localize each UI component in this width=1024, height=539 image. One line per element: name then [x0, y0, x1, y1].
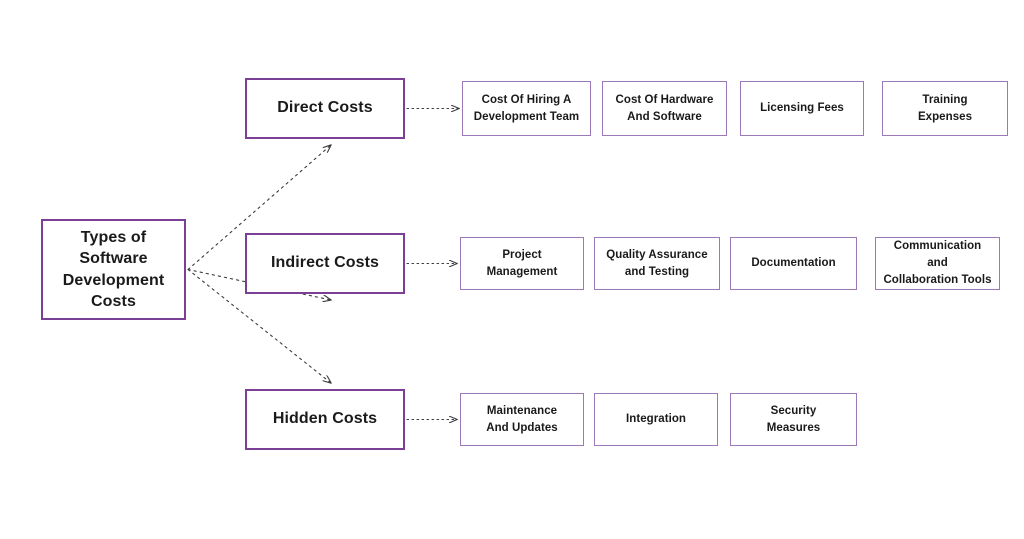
node-leaf-documentation-label: Documentation: [751, 257, 836, 270]
node-branch-direct-costs-label: Direct Costs: [277, 99, 373, 117]
node-leaf-security-measures-label: Security Measures: [766, 404, 821, 434]
node-leaf-maintenance-and-updates[interactable]: Maintenance And Updates: [460, 393, 584, 446]
node-leaf-documentation[interactable]: Documentation: [730, 237, 857, 290]
node-leaf-integration[interactable]: Integration: [594, 393, 718, 446]
node-leaf-cost-of-hiring-a-development-team[interactable]: Cost Of Hiring A Development Team: [462, 81, 591, 136]
node-leaf-cost-of-hiring-a-development-team-label: Cost Of Hiring A Development Team: [473, 93, 580, 123]
node-leaf-integration-label: Integration: [626, 413, 686, 426]
node-leaf-communication-and-collaboration-tools-label: Communication and Collaboration Tools: [883, 240, 992, 286]
node-leaf-cost-of-hardware-and-software-label: Cost Of Hardware And Software: [615, 93, 714, 123]
node-root-root-label: Types of Software Development Costs: [62, 228, 165, 310]
node-branch-hidden-costs-label: Hidden Costs: [272, 410, 378, 428]
connector-group-leaf: [406, 109, 459, 420]
node-branch-indirect-costs[interactable]: Indirect Costs: [245, 233, 405, 294]
node-leaf-project-management[interactable]: Project Management: [460, 237, 584, 290]
node-leaf-cost-of-hardware-and-software[interactable]: Cost Of Hardware And Software: [602, 81, 727, 136]
node-leaf-quality-assurance-and-testing[interactable]: Quality Assurance and Testing: [594, 237, 720, 290]
node-branch-indirect-costs-label: Indirect Costs: [270, 254, 380, 272]
node-leaf-project-management-label: Project Management: [486, 248, 558, 278]
node-leaf-quality-assurance-and-testing-label: Quality Assurance and Testing: [606, 248, 708, 278]
node-branch-direct-costs[interactable]: Direct Costs: [245, 78, 405, 139]
node-leaf-communication-and-collaboration-tools[interactable]: Communication and Collaboration Tools: [875, 237, 1000, 290]
node-leaf-security-measures[interactable]: Security Measures: [730, 393, 857, 446]
node-root-root[interactable]: Types of Software Development Costs: [41, 219, 186, 320]
node-leaf-licensing-fees-label: Licensing Fees: [760, 102, 844, 115]
node-leaf-licensing-fees[interactable]: Licensing Fees: [740, 81, 864, 136]
node-branch-hidden-costs[interactable]: Hidden Costs: [245, 389, 405, 450]
node-leaf-training-expenses[interactable]: Training Expenses: [882, 81, 1008, 136]
node-leaf-maintenance-and-updates-label: Maintenance And Updates: [486, 404, 558, 434]
node-leaf-training-expenses-label: Training Expenses: [917, 93, 973, 123]
